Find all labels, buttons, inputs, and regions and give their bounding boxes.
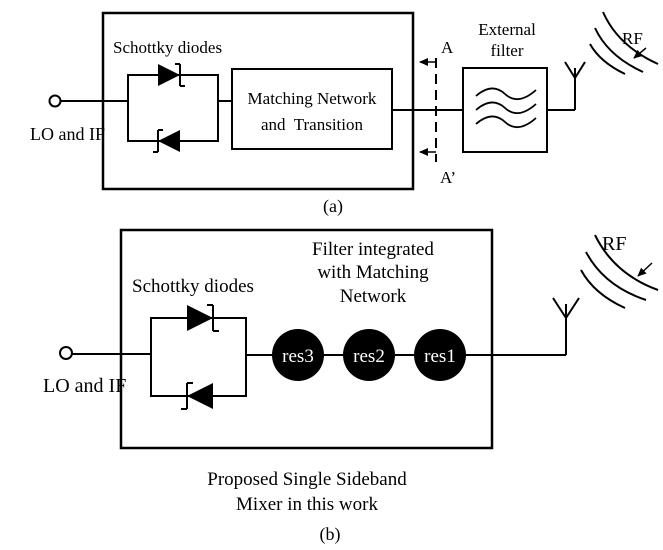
diode-pair-a (127, 63, 219, 153)
resonator-res1: res1 (414, 329, 466, 381)
resonator-res3: res3 (272, 329, 324, 381)
schottky-diodes-label-a: Schottky diodes (113, 38, 222, 57)
caption-line-2: Mixer in this work (236, 494, 378, 515)
filter-integrated-label-3: Network (340, 286, 407, 307)
caption-line-1: Proposed Single Sideband (207, 469, 407, 490)
svg-text:res2: res2 (353, 346, 385, 367)
diode-pair-b (150, 304, 247, 410)
schottky-diode-symbol (187, 305, 213, 331)
antenna-icon-b (552, 297, 580, 355)
plane-label-a-prime: A’ (440, 168, 456, 187)
rf-label-b: RF (602, 233, 626, 255)
panel-a: Schottky diodes LO and IF Matching Netwo… (30, 11, 659, 217)
external-filter-box (462, 67, 548, 153)
panel-label-b: (b) (320, 524, 341, 545)
svg-text:res1: res1 (424, 346, 456, 367)
lo-if-port-a (48, 94, 62, 108)
lo-if-label-a: LO and IF (30, 124, 105, 144)
panel-label-a: (a) (323, 196, 343, 217)
rf-waves-icon-a (589, 11, 659, 75)
resonator-res2: res2 (343, 329, 395, 381)
plane-label-a: A (441, 38, 454, 57)
transition-label: and Transition (261, 115, 364, 134)
schottky-diodes-label-b: Schottky diodes (132, 276, 254, 297)
rf-label-a: RF (622, 29, 643, 48)
schottky-diode-symbol (187, 383, 213, 409)
rf-arrow-icon-a (633, 47, 647, 59)
antenna-icon-a (564, 61, 586, 110)
rf-waves-icon-b (580, 234, 659, 309)
matching-network-label: Matching Network (248, 89, 377, 108)
filter-integrated-label-2: with Matching (317, 262, 429, 283)
svg-text:res3: res3 (282, 346, 314, 367)
rf-arrow-icon-b (637, 262, 653, 277)
external-filter-label: External (478, 20, 536, 39)
schottky-diode-symbol (158, 130, 180, 152)
filter-integrated-label-1: Filter integrated (312, 239, 434, 260)
mixer-box-b (119, 228, 494, 450)
matching-network-box (231, 68, 393, 150)
schottky-diode-symbol (158, 64, 180, 86)
panel-b: Filter integrated with Matching Network … (43, 228, 659, 545)
external-filter-label-2: filter (490, 41, 523, 60)
filter-symbol-icon (475, 87, 537, 128)
lo-if-port-b (59, 346, 73, 360)
lo-if-label-b: LO and IF (43, 375, 126, 397)
